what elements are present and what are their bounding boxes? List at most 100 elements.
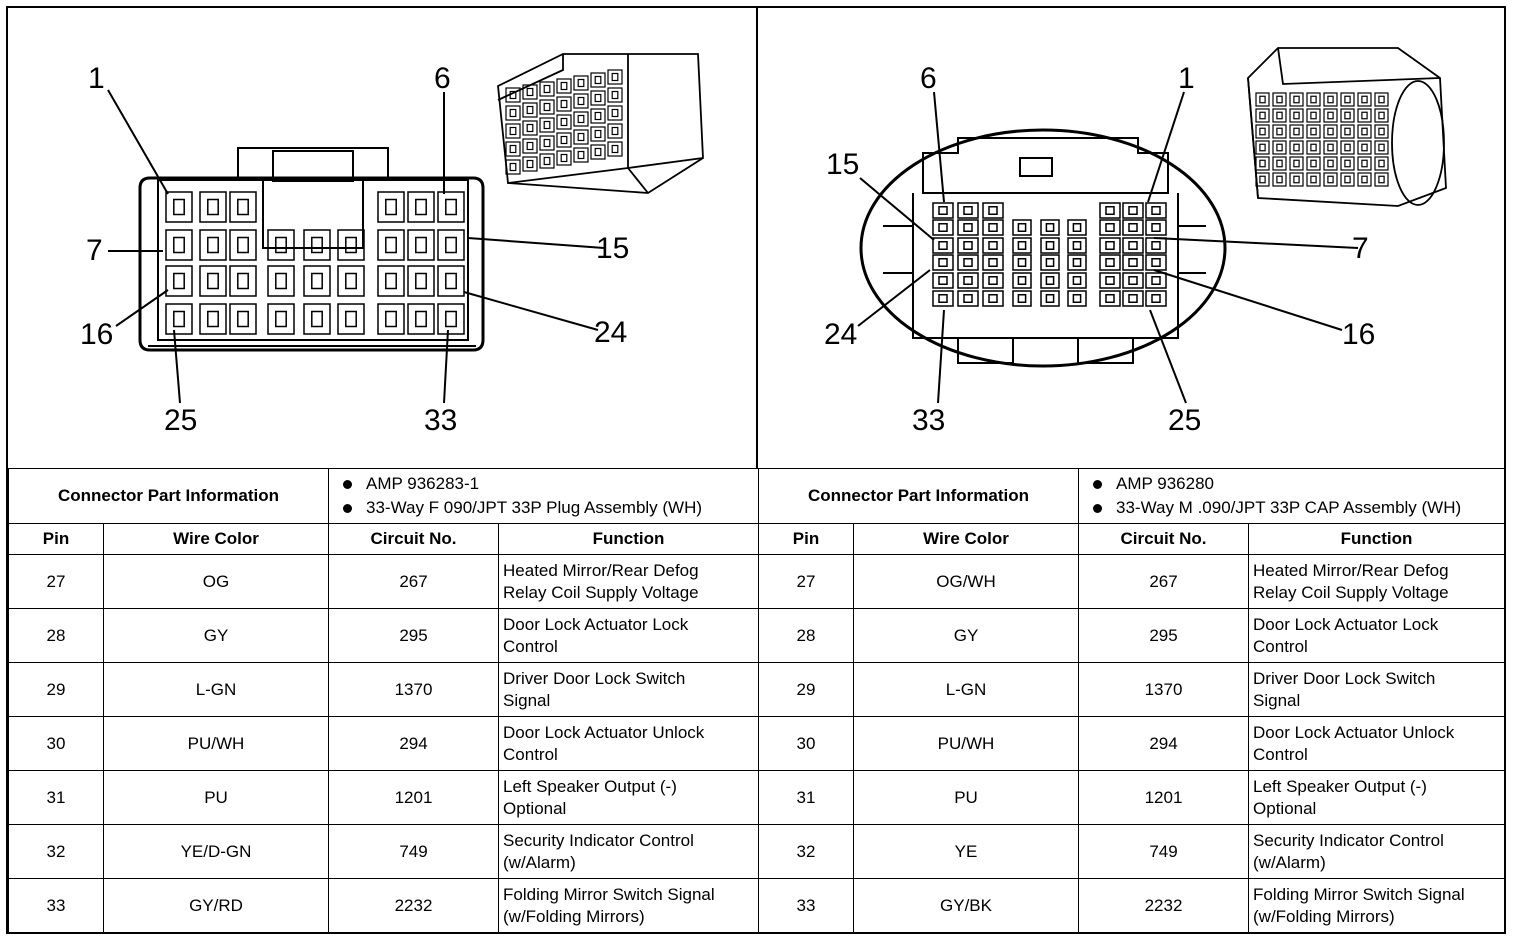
pin-cavity xyxy=(165,191,193,223)
pin-terminal xyxy=(1045,223,1055,232)
pin-cavity xyxy=(1255,140,1270,155)
header-pin: Pin xyxy=(758,523,854,555)
pin-cavity xyxy=(1306,172,1321,187)
pin-cavity xyxy=(522,156,538,172)
part-description: 33-Way F 090/JPT 33P Plug Assembly (WH) xyxy=(366,498,703,517)
header-pin: Pin xyxy=(8,523,104,555)
connector-sheet: 1 6 7 15 16 24 25 33 xyxy=(6,6,1506,934)
pin-cavity xyxy=(337,229,365,261)
pin-terminal xyxy=(1293,143,1300,152)
pin-cavity xyxy=(982,290,1004,307)
pin-cavity xyxy=(505,105,521,121)
pin-cell: 28 xyxy=(8,608,104,663)
pin-terminal xyxy=(445,310,457,328)
pin-terminal xyxy=(509,108,517,118)
female-pinout-table: Connector Part Information AMP 936283-1 … xyxy=(7,468,760,933)
function-line: Heated Mirror/Rear Defog xyxy=(503,560,699,580)
pin-terminal xyxy=(577,150,585,160)
pin-cell: 27 xyxy=(758,554,854,609)
pin-cavity xyxy=(1374,172,1389,187)
wire-color-cell: GY xyxy=(852,608,1080,663)
pin-terminal xyxy=(1327,95,1334,104)
callout-pin-1: 1 xyxy=(88,62,105,95)
pin-terminal xyxy=(1105,223,1115,232)
wire-color-cell: OG xyxy=(102,554,330,609)
male-pinout-table: Connector Part Information AMP 936280 33… xyxy=(757,468,1506,933)
bullet-icon xyxy=(343,480,353,490)
wire-color-cell: GY xyxy=(102,608,330,663)
pin-cavity xyxy=(932,272,954,289)
pin-cavity xyxy=(1122,272,1144,289)
pin-terminal xyxy=(1310,127,1317,136)
pin-terminal xyxy=(311,236,323,254)
header-function: Function xyxy=(498,523,760,555)
pin-terminal xyxy=(577,132,585,142)
pin-cavity xyxy=(199,191,227,223)
pin-cavity xyxy=(590,144,606,160)
pin-terminal xyxy=(1276,95,1283,104)
circuit-cell: 2232 xyxy=(1078,878,1250,933)
pin-cavity xyxy=(1272,124,1287,139)
pin-terminal xyxy=(385,236,397,254)
function-cell: Folding Mirror Switch Signal(w/Folding M… xyxy=(1248,878,1506,933)
pin-terminal xyxy=(1072,294,1082,303)
pin-terminal xyxy=(1259,111,1266,120)
function-cell: Security Indicator Control(w/Alarm) xyxy=(498,824,760,879)
pin-cavity xyxy=(607,123,623,139)
pin-terminal xyxy=(963,223,973,232)
pin-terminal xyxy=(963,206,973,215)
callout-pin-16: 16 xyxy=(80,318,114,351)
pin-terminal xyxy=(1344,95,1351,104)
callout-pin-16: 16 xyxy=(1342,318,1376,351)
pin-cell: 33 xyxy=(758,878,854,933)
pin-cavity xyxy=(590,90,606,106)
pin-cell: 31 xyxy=(758,770,854,825)
circuit-cell: 749 xyxy=(328,824,500,879)
pin-terminal xyxy=(509,162,517,172)
pin-cavity xyxy=(377,303,405,335)
bullet-icon xyxy=(1093,480,1103,490)
pin-cavity xyxy=(1040,237,1060,254)
function-line: Driver Door Lock Switch xyxy=(503,668,686,688)
pin-cavity xyxy=(267,303,295,335)
pin-terminal xyxy=(1293,127,1300,136)
pin-cavity xyxy=(932,219,954,236)
pin-cavity xyxy=(957,237,979,254)
pin-cavity xyxy=(539,153,555,169)
pin-cavity xyxy=(573,93,589,109)
function-line: Security Indicator Control xyxy=(1253,830,1444,850)
pin-terminal xyxy=(1259,159,1266,168)
pin-terminal xyxy=(938,276,948,285)
pin-cavity xyxy=(522,84,538,100)
pin-cavity xyxy=(1289,172,1304,187)
pin-cavity xyxy=(377,229,405,261)
pin-cavity xyxy=(1340,108,1355,123)
callout-pin-6: 6 xyxy=(434,62,451,95)
pin-terminal xyxy=(1151,223,1161,232)
pin-cavity xyxy=(1122,254,1144,271)
pin-terminal xyxy=(415,272,427,290)
pin-terminal xyxy=(415,310,427,328)
pin-terminal xyxy=(611,108,619,118)
pin-terminal xyxy=(509,144,517,154)
pin-cavity xyxy=(957,254,979,271)
pin-cavity xyxy=(1255,108,1270,123)
function-line: (w/Alarm) xyxy=(1253,852,1326,872)
pin-terminal xyxy=(577,114,585,124)
pin-terminal xyxy=(1128,258,1138,267)
pin-cell: 29 xyxy=(758,662,854,717)
pin-terminal xyxy=(1017,223,1027,232)
pin-cavity xyxy=(957,219,979,236)
function-line: (w/Folding Mirrors) xyxy=(1253,906,1395,926)
pin-terminal xyxy=(1293,95,1300,104)
pin-terminal xyxy=(1310,143,1317,152)
pin-terminal xyxy=(237,310,249,328)
pin-cell: 27 xyxy=(8,554,104,609)
pin-terminal xyxy=(543,156,551,166)
